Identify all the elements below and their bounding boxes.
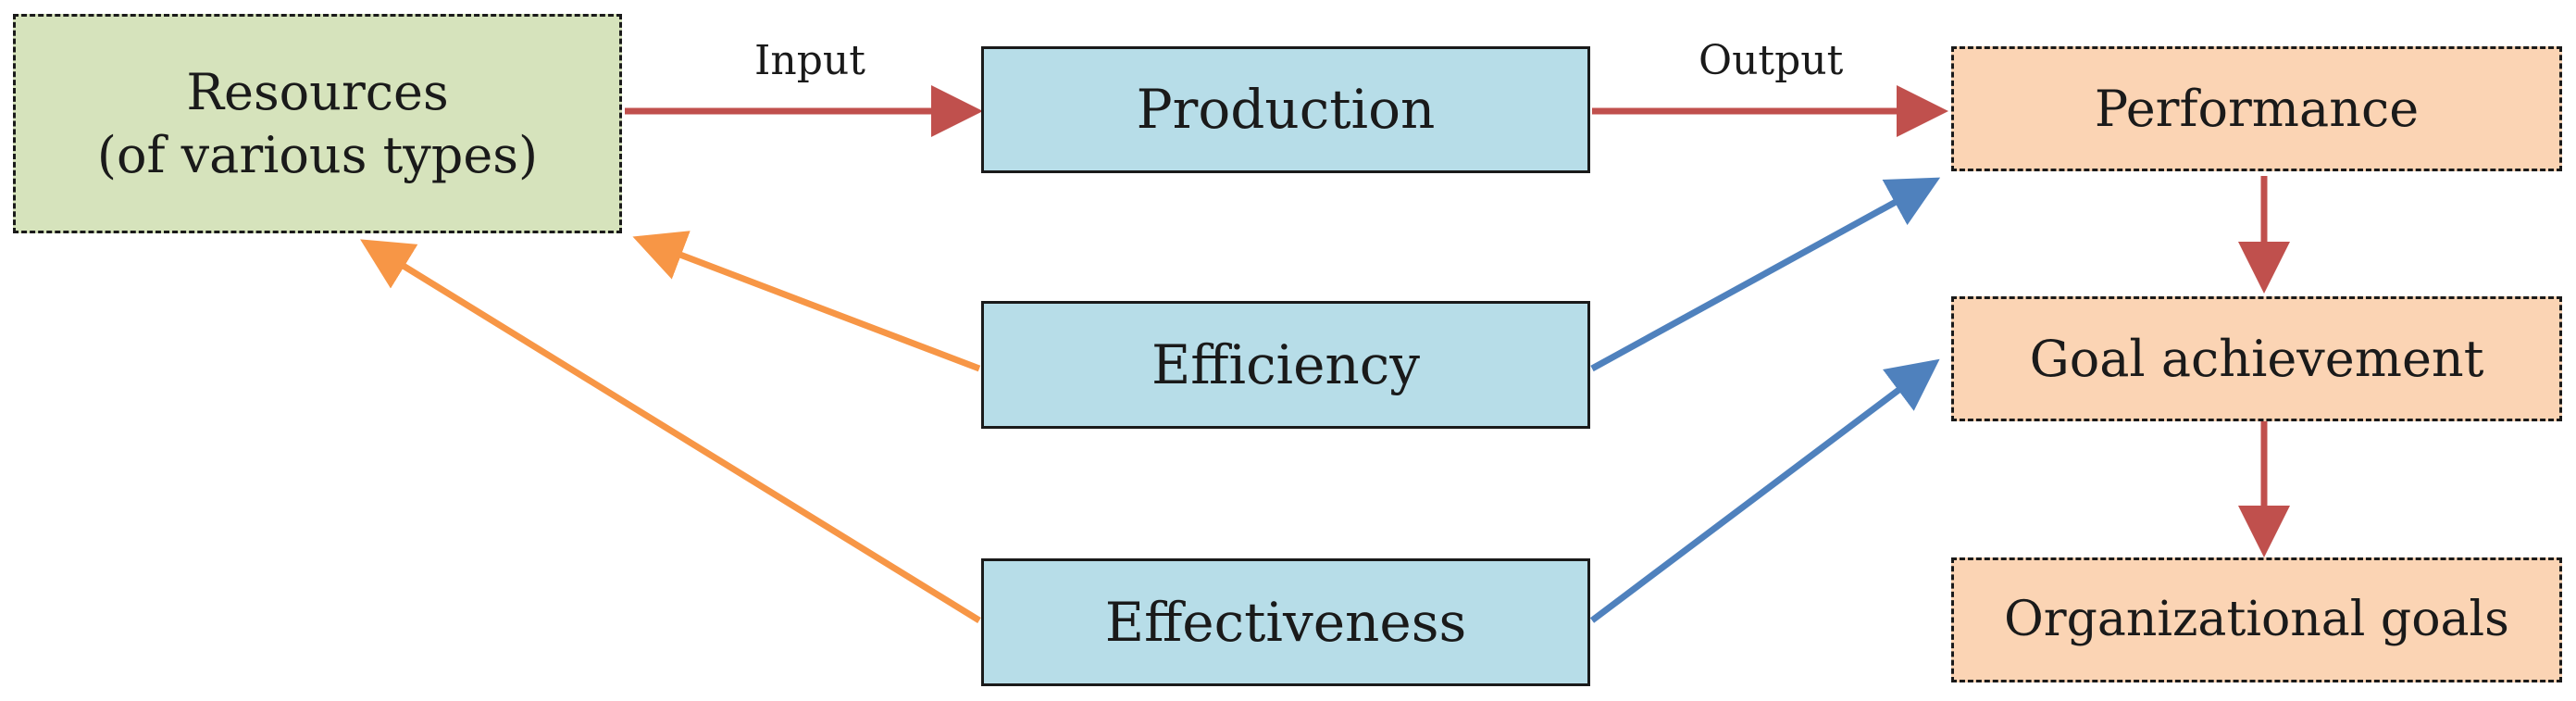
organizational-goals-box: Organizational goals <box>1951 557 2562 682</box>
resources-label-line2: (of various types) <box>96 125 539 184</box>
goal-achievement-label: Goal achievement <box>2029 329 2484 388</box>
production-box: Production <box>981 46 1590 173</box>
input-label: Input <box>754 37 865 84</box>
efficiency-to-resources-arrow <box>632 231 981 372</box>
resources-label-line1: Resources <box>186 63 449 121</box>
output-label: Output <box>1699 37 1844 84</box>
efficiency-to-performance-arrow <box>1590 177 1941 372</box>
effectiveness-box: Effectiveness <box>981 558 1590 686</box>
performance-label: Performance <box>2094 79 2420 138</box>
goal-achievement-box: Goal achievement <box>1951 296 2562 421</box>
efficiency-label: Efficiency <box>1151 332 1421 396</box>
resources-box: Resources (of various types) <box>13 14 622 233</box>
production-label: Production <box>1136 78 1436 142</box>
performance-box: Performance <box>1951 46 2562 171</box>
organizational-goals-label: Organizational goals <box>2004 592 2509 647</box>
efficiency-box: Efficiency <box>981 301 1590 429</box>
effectiveness-to-goal-arrow <box>1589 358 1940 623</box>
effectiveness-to-resources-arrow <box>360 239 981 623</box>
effectiveness-label: Effectiveness <box>1104 590 1467 654</box>
